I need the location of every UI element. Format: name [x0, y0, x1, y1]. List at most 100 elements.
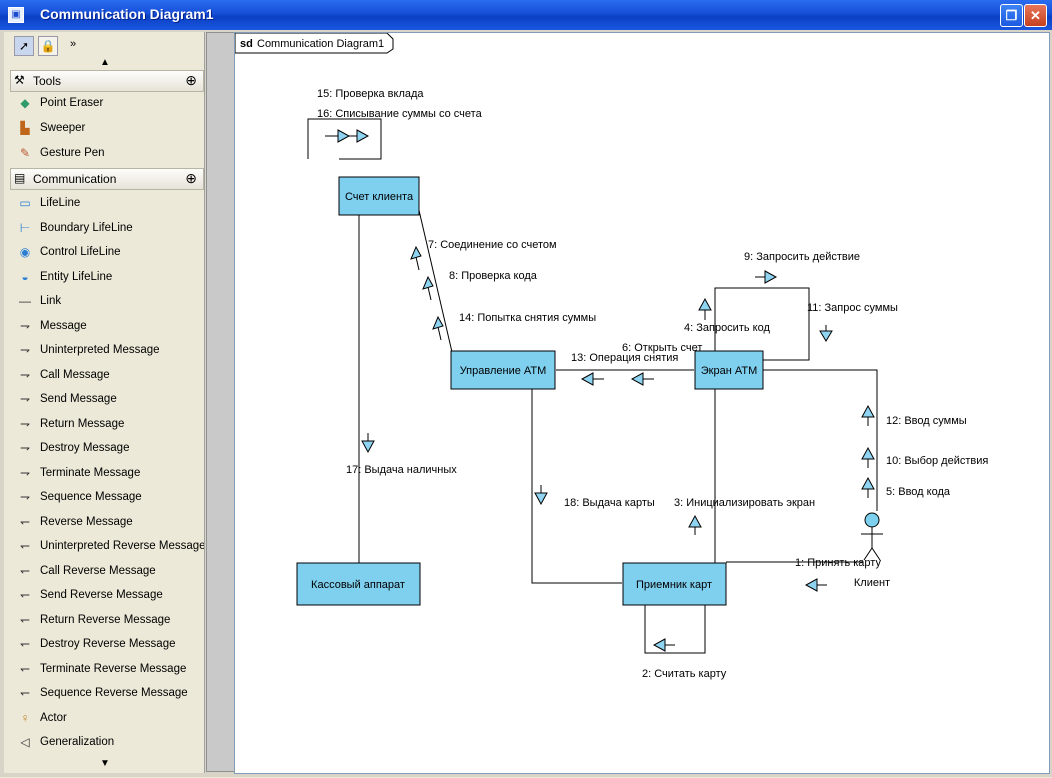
expand-icon[interactable]: ⊕ [185, 72, 197, 88]
arrow-m3[interactable] [688, 514, 702, 535]
self-link-account[interactable] [307, 118, 382, 160]
arrow-m10[interactable] [861, 446, 875, 468]
label-m14: 14: Попытка снятия суммы [459, 312, 596, 324]
palette-item-call-reverse-message[interactable]: ↽Call Reverse Message [14, 561, 204, 583]
palette-item-sequence-message[interactable]: ⇁Sequence Message [14, 487, 204, 509]
reverse-message-icon: ↽ [19, 563, 31, 578]
lifeline-control[interactable]: Управление ATM [450, 350, 556, 390]
app-icon: ▣ [8, 7, 24, 23]
lifeline-screen-label: Экран ATM [701, 365, 758, 377]
diagram-canvas[interactable]: sd Communication Diagram1 Счет клиента У… [234, 32, 1050, 774]
arrow-m5[interactable] [861, 476, 875, 498]
palette-splitter[interactable] [206, 32, 236, 772]
message-labels: 15: Проверка вклада 16: Списывание суммы… [317, 88, 988, 680]
label-m17: 17: Выдача наличных [346, 464, 457, 476]
lifeline-screen[interactable]: Экран ATM [694, 350, 764, 390]
palette-item-reverse-message[interactable]: ↽Reverse Message [14, 512, 204, 534]
link-icon: — [19, 294, 31, 308]
message-icon: ⇁ [19, 392, 31, 406]
palette-group-tools[interactable]: ⚒ Tools ⊕ [10, 70, 204, 92]
arrow-m4[interactable] [698, 297, 712, 320]
palette-item-actor[interactable]: ♀Actor [14, 708, 204, 730]
arrow-m9[interactable] [755, 270, 778, 284]
arrow-m11[interactable] [819, 325, 833, 342]
palette-item-terminate-message[interactable]: ⇁Terminate Message [14, 463, 204, 485]
lifeline-reader[interactable]: Приемник карт [622, 562, 727, 606]
restore-button[interactable]: ❐ [1000, 4, 1023, 27]
reverse-message-icon: ↽ [19, 637, 31, 651]
arrow-m15[interactable] [325, 129, 351, 143]
palette-group-communication[interactable]: ▤ Communication ⊕ [10, 168, 204, 190]
palette-item-sweeper[interactable]: ▙ Sweeper [14, 118, 204, 140]
lifeline-control-label: Управление ATM [460, 365, 547, 377]
self-link-screen[interactable] [714, 287, 810, 361]
self-link-reader[interactable] [644, 604, 706, 654]
palette-item-send-reverse-message[interactable]: ↽Send Reverse Message [14, 585, 204, 607]
arrow-m1[interactable] [804, 578, 827, 592]
palette-item-generalization[interactable]: ◁Generalization [14, 732, 204, 754]
label-m4: 4: Запросить код [684, 322, 770, 334]
link-account-control[interactable] [417, 205, 453, 353]
label-m12: 12: Ввод суммы [886, 415, 967, 427]
reverse-message-icon: ↽ [19, 514, 31, 529]
arrow-m17[interactable] [361, 433, 375, 454]
palette-item-send-message[interactable]: ⇁Send Message [14, 389, 204, 411]
more-chevron-icon[interactable]: » [70, 38, 77, 50]
palette-scroll-down-icon[interactable]: ▼ [100, 758, 110, 769]
palette-item-destroy-message[interactable]: ⇁Destroy Message [14, 438, 204, 460]
generalization-icon: ◁ [20, 735, 30, 749]
label-m5: 5: Ввод кода [886, 486, 951, 498]
palette-item-boundary-lifeline[interactable]: ⊢Boundary LifeLine [14, 218, 204, 240]
arrow-m14[interactable] [432, 315, 444, 341]
arrow-m7[interactable] [410, 245, 422, 271]
palette-scroll-up-icon[interactable]: ▲ [100, 57, 110, 68]
eraser-icon: ◆ [20, 96, 30, 110]
palette-item-uninterpreted-message[interactable]: ⇁Uninterpreted Message [14, 340, 204, 362]
diagram-frame-tab[interactable]: sd Communication Diagram1 [234, 32, 394, 54]
pen-icon: ✎ [19, 146, 31, 160]
palette-item-destroy-reverse-message[interactable]: ↽Destroy Reverse Message [14, 634, 204, 656]
arrow-m12[interactable] [861, 404, 875, 426]
palette-item-control-lifeline[interactable]: ◉Control LifeLine [14, 242, 204, 264]
palette-item-uninterpreted-reverse-message[interactable]: ↽Uninterpreted Reverse Message [14, 536, 204, 558]
actor-client-label: Клиент [854, 577, 890, 589]
palette-item-gesture-pen[interactable]: ✎ Gesture Pen [14, 143, 204, 165]
lock-icon[interactable]: 🔒 [38, 36, 58, 56]
lifeline-icon: ▭ [19, 196, 31, 210]
tools-icon: ⚒ [14, 73, 25, 87]
palette-item-link[interactable]: —Link [14, 291, 204, 313]
arrow-m16[interactable] [349, 129, 370, 143]
palette-item-entity-lifeline[interactable]: ◒Entity LifeLine [14, 267, 204, 289]
palette-item-lifeline[interactable]: ▭LifeLine [14, 193, 204, 215]
sweeper-icon: ▙ [20, 121, 30, 135]
control-lifeline-icon: ◉ [19, 245, 31, 259]
actor-client[interactable]: Клиент [854, 512, 890, 589]
palette-item-return-message[interactable]: ⇁Return Message [14, 414, 204, 436]
arrow-m6[interactable] [630, 372, 654, 386]
palette-item-point-eraser[interactable]: ◆ Point Eraser [14, 93, 204, 115]
label-m16: 16: Списывание суммы со счета [317, 108, 483, 120]
reverse-message-icon: ↽ [19, 588, 31, 602]
select-arrow-icon[interactable]: ➚ [14, 36, 34, 56]
link-control-reader[interactable] [531, 388, 622, 584]
arrow-m18[interactable] [534, 485, 548, 506]
message-arrows [325, 129, 875, 652]
link-screen-actor[interactable] [762, 369, 878, 511]
palette-item-message[interactable]: ⇁Message [14, 316, 204, 338]
arrow-m2[interactable] [652, 638, 675, 652]
label-m6: 6: Открыть счет [622, 342, 702, 354]
expand-icon[interactable]: ⊕ [185, 170, 197, 186]
label-m15: 15: Проверка вклада [317, 88, 424, 100]
message-icon: ⇁ [19, 441, 31, 455]
arrow-m13[interactable] [580, 372, 604, 386]
lifeline-account[interactable]: Счет клиента [338, 176, 420, 216]
palette-item-sequence-reverse-message[interactable]: ↽Sequence Reverse Message [14, 683, 204, 705]
close-button[interactable]: ✕ [1024, 4, 1047, 27]
reverse-message-icon: ↽ [19, 539, 31, 553]
palette-item-call-message[interactable]: ⇁Call Message [14, 365, 204, 387]
palette-item-return-reverse-message[interactable]: ↽Return Reverse Message [14, 610, 204, 632]
lifeline-cashier[interactable]: Кассовый аппарат [296, 562, 421, 606]
palette-item-terminate-reverse-message[interactable]: ↽Terminate Reverse Message [14, 659, 204, 681]
window-title: Communication Diagram1 [40, 6, 214, 22]
arrow-m8[interactable] [422, 275, 434, 301]
